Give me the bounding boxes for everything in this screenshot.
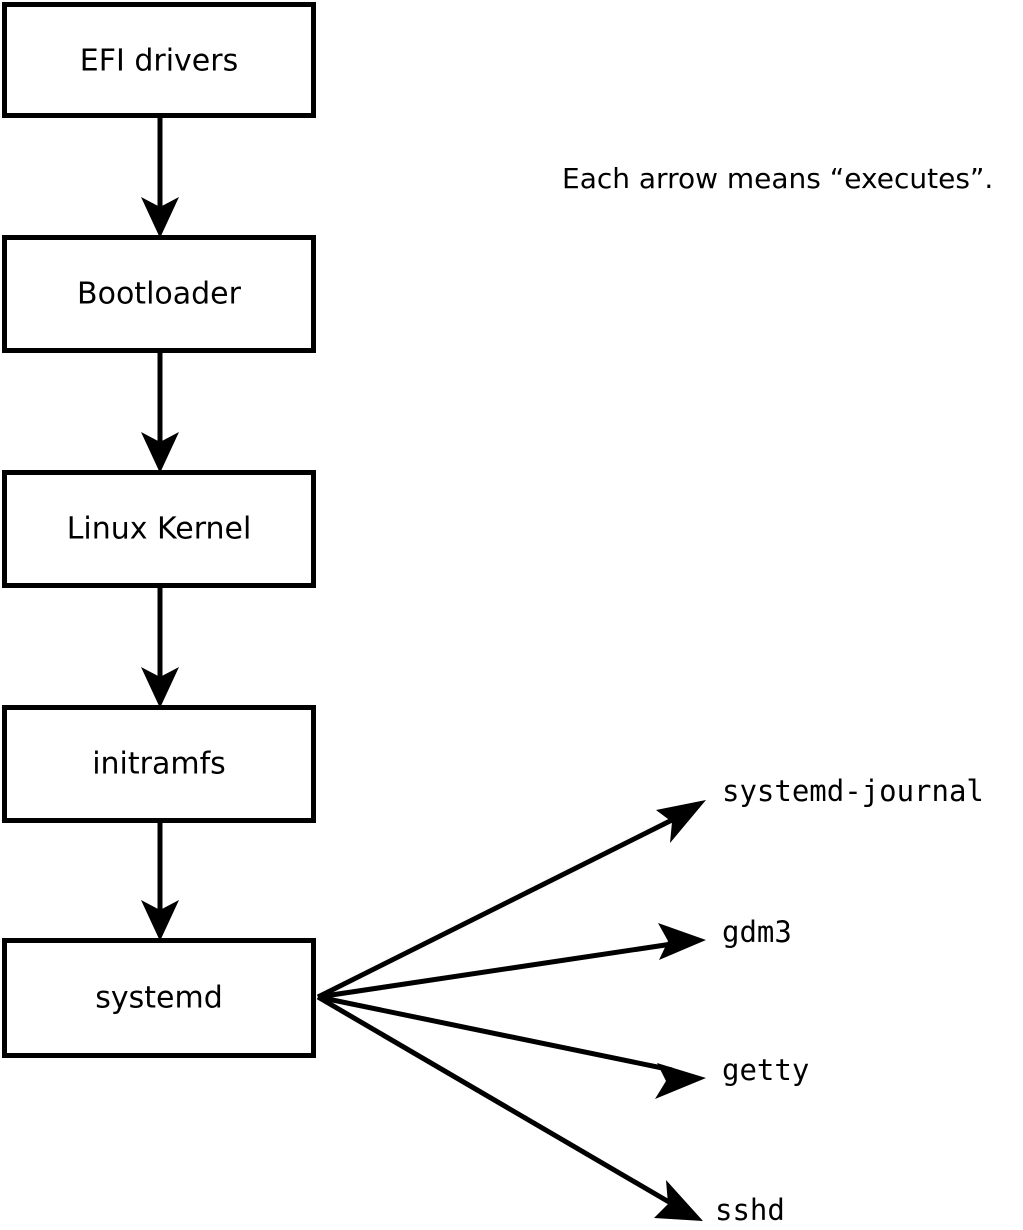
arrow-kernel-to-initramfs [141, 588, 179, 708]
arrow-systemd-to-systemd-journal-line [316, 815, 678, 1000]
node-box-bootloader-label: Bootloader [77, 277, 242, 312]
leaf-label-systemd-journal: systemd-journal [722, 774, 984, 808]
node-box-linux-kernel[interactable]: Linux Kernel [2, 470, 316, 588]
node-box-linux-kernel-rect [2, 470, 316, 588]
node-box-systemd-label: systemd [95, 981, 223, 1016]
node-box-bootloader-rect [2, 235, 316, 353]
node-box-bootloader[interactable]: Bootloader [2, 235, 316, 353]
arrow-efi-to-bootloader [141, 118, 179, 238]
leaf-label-sshd: sshd [715, 1193, 785, 1227]
leaf-label-getty: getty [722, 1053, 809, 1087]
arrow-systemd-to-getty-line [317, 994, 673, 1073]
node-box-systemd[interactable]: systemd [2, 938, 316, 1058]
vertical-arrows-group [141, 118, 179, 941]
arrow-systemd-to-gdm3-head [658, 923, 706, 960]
arrow-systemd-to-getty [317, 994, 706, 1099]
arrow-systemd-to-sshd-line [316, 994, 671, 1205]
node-box-efi-drivers-rect [2, 2, 316, 118]
arrow-kernel-to-initramfs-head [141, 667, 179, 708]
node-box-initramfs-label: initramfs [92, 747, 226, 782]
arrow-systemd-to-getty-head [655, 1063, 706, 1099]
arrow-initramfs-to-systemd-head [141, 900, 179, 941]
arrow-systemd-to-gdm3-line [317, 941, 673, 1000]
arrow-systemd-to-sshd-head [654, 1180, 703, 1221]
systemd-fanout-group [316, 800, 706, 1221]
node-box-efi-drivers-label: EFI drivers [80, 44, 238, 79]
node-box-initramfs-rect [2, 705, 316, 823]
boot-chain-group: EFI drivers Bootloader Linux Kernel init… [2, 2, 316, 1058]
arrow-efi-to-bootloader-head [141, 197, 179, 238]
arrow-initramfs-to-systemd [141, 823, 179, 941]
node-box-systemd-rect [2, 938, 316, 1058]
legend-annotation-text: Each arrow means “executes”. [562, 162, 993, 195]
leaf-label-gdm3: gdm3 [722, 915, 792, 949]
arrow-systemd-to-sshd [316, 994, 703, 1221]
arrow-systemd-to-systemd-journal-head [656, 800, 706, 843]
node-box-initramfs[interactable]: initramfs [2, 705, 316, 823]
arrow-systemd-to-gdm3 [317, 923, 706, 1000]
arrow-systemd-to-systemd-journal [316, 800, 706, 1000]
arrow-bootloader-to-kernel [141, 353, 179, 473]
node-box-efi-drivers[interactable]: EFI drivers [2, 2, 316, 118]
leaf-labels-group: systemd-journal gdm3 getty sshd [715, 774, 984, 1227]
arrow-bootloader-to-kernel-head [141, 432, 179, 473]
node-box-linux-kernel-label: Linux Kernel [67, 512, 252, 547]
